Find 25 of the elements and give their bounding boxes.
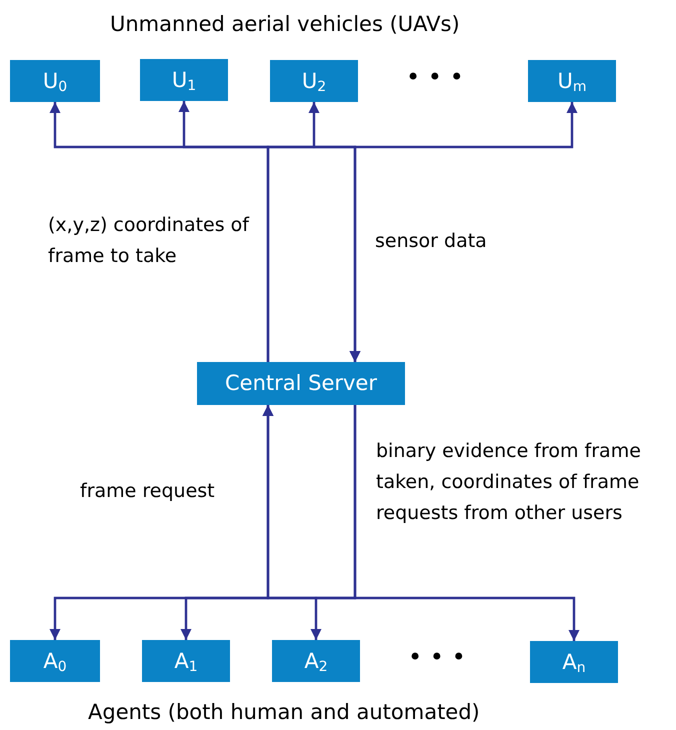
node-label: U$_{0}$: [42, 70, 68, 92]
ellipsis-label: • • •: [406, 62, 464, 92]
node-label: A$_{2}$: [304, 650, 328, 672]
connector-arrow: [354, 405, 580, 641]
process-box: [528, 60, 616, 102]
connector-arrow: [350, 102, 574, 362]
node-label: U$_{1}$: [172, 70, 196, 90]
process-box: [10, 640, 100, 682]
node-label: A$_{1}$: [174, 650, 198, 672]
node-label: A$_{0}$: [43, 650, 67, 672]
process-box: [272, 640, 360, 682]
diagram-title: Unmanned aerial vehicles (UAVs): [110, 11, 460, 38]
connector-arrow: [266, 102, 578, 362]
process-box: [270, 60, 358, 102]
node-label: U$_{2}$: [302, 70, 326, 92]
process-box: [197, 362, 405, 405]
process-box: [142, 640, 230, 682]
process-box: [530, 641, 618, 683]
process-box: [10, 60, 100, 102]
node-label: A$_{n}$: [562, 652, 586, 672]
node-label: Central Server: [224, 373, 377, 394]
node-label: U$_{m}$: [557, 70, 586, 92]
ellipsis-label: • • •: [408, 642, 466, 672]
diagram-caption: Agents (both human and automated): [88, 699, 480, 726]
process-box: [140, 59, 228, 101]
